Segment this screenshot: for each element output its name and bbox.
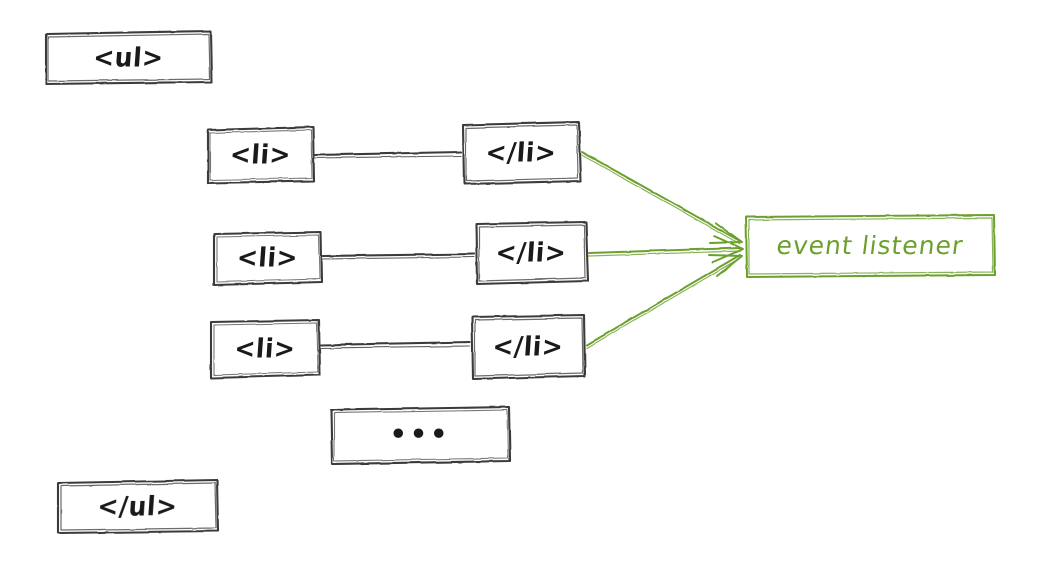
- connector-li-2: [321, 252, 476, 260]
- node-box-li-close-2: [474, 220, 590, 286]
- node-box-li-open-1: [206, 125, 316, 185]
- node-box-listener: [745, 214, 996, 278]
- arrow-li-close-2-to-listener: [588, 235, 744, 263]
- connector-li-1: [313, 150, 463, 159]
- node-box-li-close-3: [470, 313, 587, 381]
- arrow-li-close-3-to-listener: [586, 254, 743, 349]
- node-box-li-close-1: [461, 120, 583, 186]
- connector-li-3: [319, 340, 472, 349]
- node-box-ul-close: [56, 478, 220, 535]
- node-box-ul-open: [44, 29, 214, 86]
- node-box-li-open-3: [209, 318, 322, 380]
- node-box-li-open-2: [212, 230, 324, 287]
- node-box-ellipsis: [329, 405, 512, 466]
- arrow-li-close-1-to-listener: [581, 151, 743, 245]
